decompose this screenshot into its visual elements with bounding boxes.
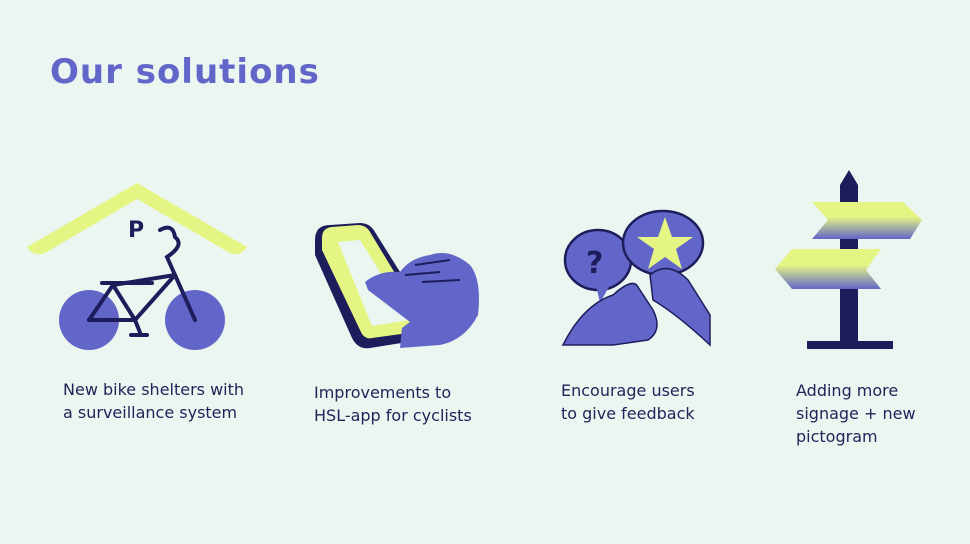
caption-line: Improvements to bbox=[314, 383, 452, 402]
caption-line: signage + new bbox=[796, 404, 916, 423]
parking-letter: P bbox=[128, 218, 144, 243]
solution-caption-feedback: Encourage users to give feedback bbox=[561, 379, 695, 425]
solution-caption-bike-shelters: New bike shelters with a surveillance sy… bbox=[63, 378, 244, 424]
caption-line: New bike shelters with bbox=[63, 380, 245, 399]
solution-caption-hsl-app: Improvements to HSL-app for cyclists bbox=[314, 381, 472, 427]
caption-line: Adding more bbox=[796, 381, 899, 400]
question-mark: ? bbox=[586, 246, 603, 281]
signpost-icon bbox=[775, 170, 922, 349]
caption-line: to give feedback bbox=[561, 404, 695, 423]
phone-hand-icon bbox=[315, 223, 479, 349]
caption-line: pictogram bbox=[796, 427, 878, 446]
caption-line: Encourage users bbox=[561, 381, 695, 400]
caption-line: HSL-app for cyclists bbox=[314, 406, 472, 425]
feedback-bubbles-icon: ? bbox=[561, 209, 711, 347]
caption-line: a surveillance system bbox=[63, 403, 238, 422]
page-title: Our solutions bbox=[50, 52, 320, 92]
solution-caption-signage: Adding more signage + new pictogram bbox=[796, 379, 916, 448]
bike-shelter-icon: P bbox=[27, 183, 247, 350]
